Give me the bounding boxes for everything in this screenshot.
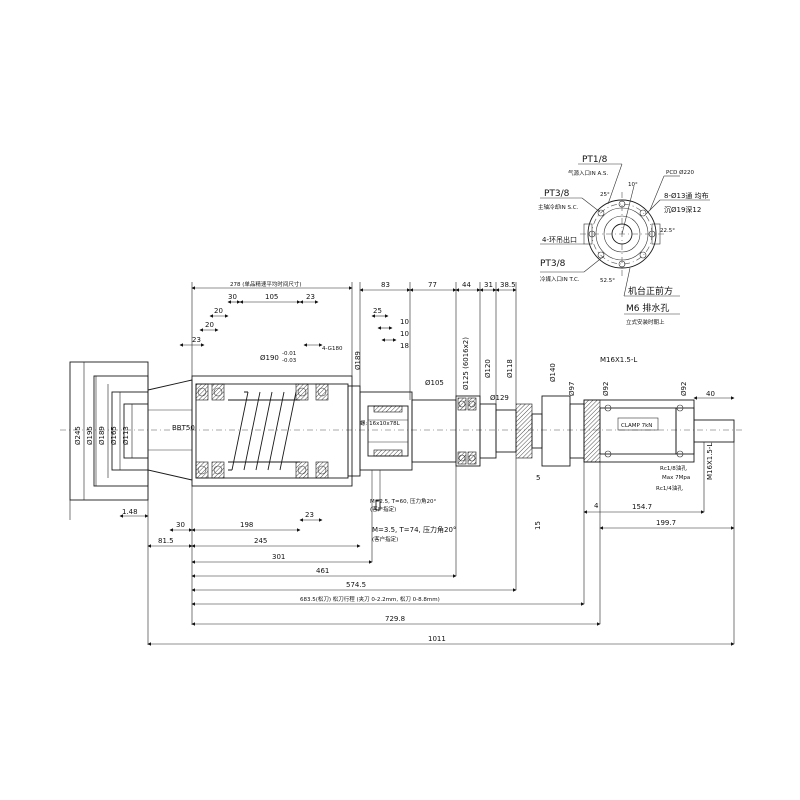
dim-40: 40 (706, 390, 715, 398)
angle-10: 10° (628, 182, 638, 188)
pcd-label: PCD Ø220 (666, 169, 694, 176)
front-label: 机台正前方 (628, 285, 673, 297)
dia-190-tol-b: -0.03 (282, 358, 297, 364)
dim-683-5: 683.5(松刀) 松刀行程 (夹刀 0-2.2mm, 松刀 0-8.8mm) (300, 595, 440, 603)
pt18-label: PT1/8 (582, 155, 608, 165)
m6-label: M6 排水孔 (626, 302, 669, 314)
bottom-dimensions (69, 442, 735, 646)
bbt50-label: BBT50 (172, 424, 195, 432)
dia-190-tol-a: -0.01 (282, 351, 296, 357)
dim-30-bottom: 30 (176, 521, 185, 529)
dim-23-bottom: 23 (305, 511, 314, 519)
dia-92-a: Ø92 (602, 382, 610, 396)
dim-199-7: 199.7 (656, 519, 676, 527)
dia-129: Ø129 (490, 394, 509, 402)
dim-38-5: 38.5 (500, 281, 516, 289)
gear2-label: M=3.5, T=74, 压力角20° (372, 525, 456, 534)
m6-sub: 立式安装时朝上 (626, 318, 665, 326)
dim-10-b: 10 (400, 330, 409, 338)
dim-31: 31 (484, 281, 493, 289)
gear1-label: M=2.5, T=60, 压力角20° (370, 497, 437, 505)
pt38-a-sub: 主轴冷却IN S.C. (538, 203, 579, 211)
dim-83: 83 (381, 281, 390, 289)
dim-20-b: 20 (205, 321, 214, 329)
dim-301: 301 (272, 553, 285, 561)
dim-4: 4 (594, 502, 599, 510)
angle-22-5: 22.5° (660, 228, 675, 234)
dim-1011: 1011 (428, 635, 446, 643)
dim-278: 278 (单品精速平均时间尺寸) (230, 280, 302, 288)
angle-25: 25° (600, 192, 610, 198)
dim-81-5: 81.5 (158, 537, 174, 545)
dim-461: 461 (316, 567, 329, 575)
rc18-label: Rc1/8油孔 (660, 464, 687, 472)
dim-23-left: 23 (192, 336, 201, 344)
dim-105: 105 (265, 293, 278, 301)
dim-198: 198 (240, 521, 253, 529)
taps-label: 4-环吊出口 (542, 235, 577, 244)
dim-25: 25 (373, 307, 382, 315)
bolt-label: 螺: 16x10x78L (360, 419, 401, 427)
dia-190: Ø190 (260, 354, 279, 362)
pt18-sub: 气源入口IN A.S. (568, 169, 608, 177)
m16-label: M16X1.5-L (600, 356, 637, 364)
dia-189-left: Ø189 (98, 426, 106, 445)
dim-77: 77 (428, 281, 437, 289)
pt38-a-label: PT3/8 (544, 189, 570, 199)
dia-165: Ø165 (110, 426, 118, 445)
gear-area (371, 470, 381, 511)
dia-105: Ø105 (425, 379, 444, 387)
rotary-cylinder: CLAMP 7kN (583, 399, 735, 463)
gear2-sub: (客户指定) (372, 535, 398, 543)
dim-44: 44 (462, 281, 471, 289)
pt38-b-sub: 冷媒入口IN T.C. (540, 275, 580, 283)
top-dimensions (179, 282, 517, 410)
dia-245: Ø245 (74, 426, 82, 445)
dia-120: Ø120 (484, 359, 492, 378)
dim-20-a: 20 (214, 307, 223, 315)
dia-140: Ø140 (549, 363, 557, 382)
dim-574-5: 574.5 (346, 581, 366, 589)
holes-label: 8-Ø13通 均布 (664, 191, 709, 200)
dim-18: 18 (400, 342, 409, 350)
dia-118: Ø118 (506, 359, 514, 378)
dim-10-a: 10 (400, 318, 409, 326)
angle-52-5: 52.5° (600, 278, 615, 284)
rear-shaft (359, 391, 585, 471)
counterbore-label: 沉Ø19深12 (664, 205, 701, 214)
dia-113: Ø113 (122, 426, 130, 445)
spindle-housing (191, 375, 361, 487)
rc14-label: Rc1/4油孔 (656, 484, 683, 492)
dim-245: 245 (254, 537, 267, 545)
pt38-b-label: PT3/8 (540, 259, 566, 269)
left-diameter-lines (83, 362, 133, 500)
dia-125: Ø125 (6016x2) (462, 337, 470, 390)
dia-92-b: Ø92 (680, 382, 688, 396)
g180: 4-G180 (322, 346, 343, 352)
dia-189-top: Ø189 (354, 351, 362, 370)
dim-1-48: 1.48 (122, 508, 138, 516)
clamp-label: CLAMP 7kN (621, 423, 652, 429)
dim-5: 5 (536, 474, 540, 482)
max-pressure-label: Max 7Mpa (662, 475, 690, 481)
dim-23-top: 23 (306, 293, 315, 301)
dim-30: 30 (228, 293, 237, 301)
m16-vert-label: M16X1.5-L (706, 443, 714, 480)
dim-729-8: 729.8 (385, 615, 405, 623)
dim-154-7: 154.7 (632, 503, 652, 511)
rear-detail-view (540, 163, 710, 315)
gear1-sub: (客户指定) (370, 505, 396, 513)
dia-97: Ø97 (568, 382, 576, 396)
dia-195: Ø195 (86, 426, 94, 445)
dim-15: 15 (534, 521, 542, 530)
